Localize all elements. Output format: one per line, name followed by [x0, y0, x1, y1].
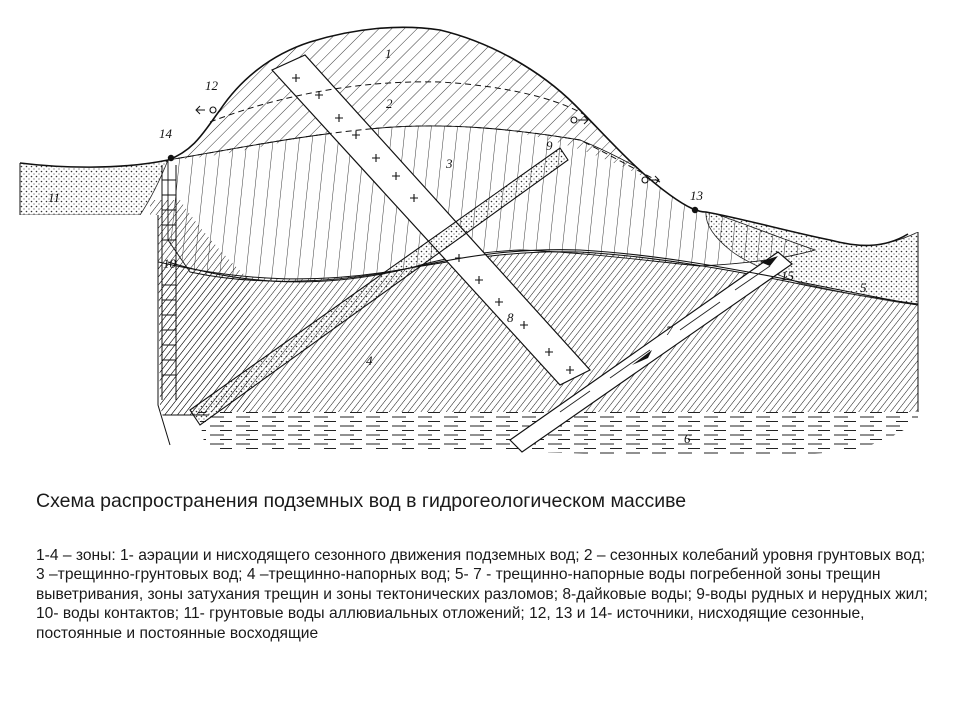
- zone-10-contact: [161, 165, 177, 400]
- dyke-crosses: [292, 74, 574, 374]
- zone-11-alluvium: [20, 159, 169, 216]
- label-11: 11: [48, 190, 60, 205]
- label-4: 4: [366, 353, 373, 368]
- hydrogeological-section-diagram: 1 2 3 4 5 6 7 8 9 10 11 12 13 14 15: [19, 26, 919, 456]
- figure-caption: 1-4 – зоны: 1- аэрации и нисходящего сез…: [36, 547, 928, 642]
- massif-outline: [19, 163, 919, 446]
- zone-11-lower: [20, 215, 158, 415]
- label-3: 3: [445, 156, 453, 171]
- label-2: 2: [386, 96, 393, 111]
- label-6: 6: [684, 431, 691, 446]
- label-7: 7: [666, 323, 673, 338]
- boundary-3-4: [167, 249, 919, 306]
- label-5: 5: [860, 280, 867, 295]
- spring-12-marker: [195, 105, 217, 115]
- spring-upper-right: [570, 115, 589, 125]
- spring-14-marker: [167, 154, 175, 162]
- boundary-2-3: [167, 125, 661, 183]
- figure-title: Схема распространения подземных вод в ги…: [36, 490, 687, 512]
- zone-6-basin: [198, 412, 918, 456]
- boundary-1-2: [209, 81, 586, 123]
- spring-middle-right: [641, 175, 660, 185]
- ground-surface: [19, 26, 909, 247]
- zone-9-vein: [189, 147, 569, 426]
- label-14: 14: [159, 126, 173, 141]
- label-13: 13: [690, 188, 704, 203]
- label-8: 8: [507, 310, 514, 325]
- label-9: 9: [546, 138, 553, 153]
- label-10: 10: [163, 256, 177, 271]
- zone-4-left: [150, 200, 250, 415]
- zone-8-dyke: [271, 54, 591, 386]
- spring-13-marker: [691, 206, 699, 214]
- label-15: 15: [781, 268, 795, 283]
- label-12: 12: [205, 78, 219, 93]
- label-1: 1: [385, 46, 392, 61]
